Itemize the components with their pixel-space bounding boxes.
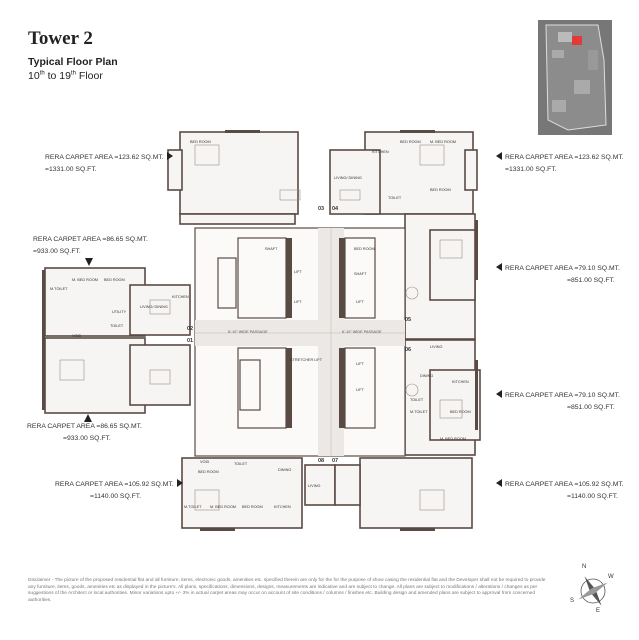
arrow-right-icon xyxy=(166,152,173,160)
unit-number: 05 xyxy=(405,317,412,323)
rera-area-top-left: RERA CARPET AREA =123.62 SQ.MT. =1331.00… xyxy=(45,152,173,176)
room-label: TOILET xyxy=(410,398,424,402)
room-label: KITCHEN xyxy=(172,295,189,299)
room-label: M.TOILET xyxy=(50,287,68,291)
unit-number: 03 xyxy=(318,206,325,212)
rera-area-top-right: RERA CARPET AREA =123.62 SQ.MT. =1331.00… xyxy=(496,152,624,176)
room-label: BED ROOM xyxy=(354,247,375,251)
floor-to-sup: th xyxy=(70,70,76,77)
rera-area-value: RERA CARPET AREA =123.62 SQ.MT. xyxy=(505,154,624,161)
floor-from-sup: th xyxy=(39,70,45,77)
room-label: BED ROOM xyxy=(198,470,219,474)
key-plan-image xyxy=(538,20,612,135)
room-label: SHAFT xyxy=(354,272,367,276)
compass-icon: N W S E xyxy=(568,564,618,621)
compass-west: W xyxy=(608,574,614,580)
room-label: DINING xyxy=(420,374,434,378)
tower-title: Tower 2 xyxy=(28,28,93,49)
room-label: M. BED ROOM xyxy=(72,278,98,282)
rera-area-value: RERA CARPET AREA =105.92 SQ.MT. xyxy=(55,481,174,488)
plan-type: Typical Floor Plan xyxy=(28,56,118,68)
arrow-left-icon xyxy=(496,479,502,487)
room-label: BED ROOM xyxy=(104,278,125,282)
room-label: SHAFT xyxy=(265,247,278,251)
floor-suffix: Floor xyxy=(76,70,103,82)
disclaimer-text: Disclaimer - The picture of the proposed… xyxy=(28,578,546,603)
unit-number: 02 xyxy=(187,326,194,332)
room-label: TOILET xyxy=(110,324,124,328)
unit-number: 07 xyxy=(332,458,339,464)
floor-from: 10 xyxy=(28,70,40,82)
rera-area-sqft: =1331.00 SQ.FT. xyxy=(45,166,97,173)
room-label: M. BED ROOM xyxy=(210,505,236,509)
rera-area-value: RERA CARPET AREA =86.65 SQ.MT. xyxy=(33,236,148,243)
rera-area-mid-left-upper: RERA CARPET AREA =86.65 SQ.MT. =933.00 S… xyxy=(33,234,148,258)
room-label: VOID xyxy=(72,334,82,338)
rera-area-value: RERA CARPET AREA =79.10 SQ.MT. xyxy=(505,392,620,399)
room-label: BED ROOM xyxy=(450,410,471,414)
rera-area-bottom-right: RERA CARPET AREA =105.92 SQ.MT. =1140.00… xyxy=(496,479,624,503)
room-label: DINING xyxy=(278,468,292,472)
rera-area-sqft: =933.00 SQ.FT. xyxy=(33,248,81,255)
rera-area-mid-left-lower: RERA CARPET AREA =86.65 SQ.MT. =933.00 S… xyxy=(27,421,142,445)
rera-area-bottom-left: RERA CARPET AREA =105.92 SQ.MT. =1140.00… xyxy=(55,479,183,503)
room-label: LIVING xyxy=(308,484,321,488)
room-label: M. BED ROOM xyxy=(430,140,456,144)
arrow-left-icon xyxy=(496,263,502,271)
room-label: LIFT xyxy=(294,300,302,304)
room-label: TOILET xyxy=(388,196,402,200)
room-label: M. BED ROOM xyxy=(440,437,466,441)
rera-area-sqft: =1140.00 SQ.FT. xyxy=(567,493,619,500)
floor-range: 10th to 19th Floor xyxy=(28,70,103,82)
compass-south: S xyxy=(570,598,575,604)
rera-area-sqft: =1331.00 SQ.FT. xyxy=(505,166,557,173)
passage-label: 6'-10" WIDE PASSAGE xyxy=(342,330,382,334)
key-plan-highlight xyxy=(572,36,582,45)
room-label: LIFT xyxy=(356,300,364,304)
room-label: M.TOILET xyxy=(184,505,202,509)
room-label: BED ROOM xyxy=(190,140,211,144)
rera-area-sqft: =851.00 SQ.FT. xyxy=(567,277,615,284)
compass-east: E xyxy=(596,608,601,614)
room-label: BED ROOM xyxy=(400,140,421,144)
unit-number: 04 xyxy=(332,206,339,212)
room-label: KITCHEN xyxy=(274,505,291,509)
compass-north: N xyxy=(582,564,587,570)
room-label: LIVING/ DINING xyxy=(334,176,362,180)
rera-area-value: RERA CARPET AREA =123.62 SQ.MT. xyxy=(45,154,164,161)
rera-area-sqft: =851.00 SQ.FT. xyxy=(567,404,615,411)
floor-to: to 19 xyxy=(44,70,71,82)
room-label: LIVING xyxy=(430,345,443,349)
arrow-down-icon xyxy=(85,258,93,266)
room-label: KITCHEN xyxy=(372,150,389,154)
rera-area-mid-right-lower: RERA CARPET AREA =79.10 SQ.MT. =851.00 S… xyxy=(496,390,620,414)
room-label: TOILET xyxy=(234,462,248,466)
room-label: LIFT xyxy=(356,388,364,392)
rera-area-mid-right-upper: RERA CARPET AREA =79.10 SQ.MT. =851.00 S… xyxy=(496,263,620,287)
unit-number: 01 xyxy=(187,338,194,344)
room-label: LIFT xyxy=(356,362,364,366)
rera-area-sqft: =933.00 SQ.FT. xyxy=(63,435,111,442)
room-label: KITCHEN xyxy=(452,380,469,384)
room-label: UTILITY xyxy=(112,310,127,314)
room-label: BED ROOM xyxy=(430,188,451,192)
rera-area-sqft: =1140.00 SQ.FT. xyxy=(90,493,142,500)
unit-number: 08 xyxy=(318,458,325,464)
room-label: STRETCHER LIFT xyxy=(290,358,323,362)
arrow-up-icon xyxy=(84,414,92,422)
passage-label: 6'-10" WIDE PASSAGE xyxy=(228,330,268,334)
arrow-left-icon xyxy=(496,390,502,398)
rera-area-value: RERA CARPET AREA =79.10 SQ.MT. xyxy=(505,265,620,272)
room-label: LIFT xyxy=(294,270,302,274)
room-label: BED ROOM xyxy=(242,505,263,509)
rera-area-value: RERA CARPET AREA =86.65 SQ.MT. xyxy=(27,423,142,430)
unit-number: 06 xyxy=(405,347,412,353)
room-label: LIVING/ DINING xyxy=(140,305,168,309)
room-label: M.TOILET xyxy=(410,410,428,414)
arrow-left-icon xyxy=(496,152,502,160)
room-label: VOID xyxy=(200,460,210,464)
rera-area-value: RERA CARPET AREA =105.92 SQ.MT. xyxy=(505,481,624,488)
arrow-right-icon xyxy=(176,479,183,487)
